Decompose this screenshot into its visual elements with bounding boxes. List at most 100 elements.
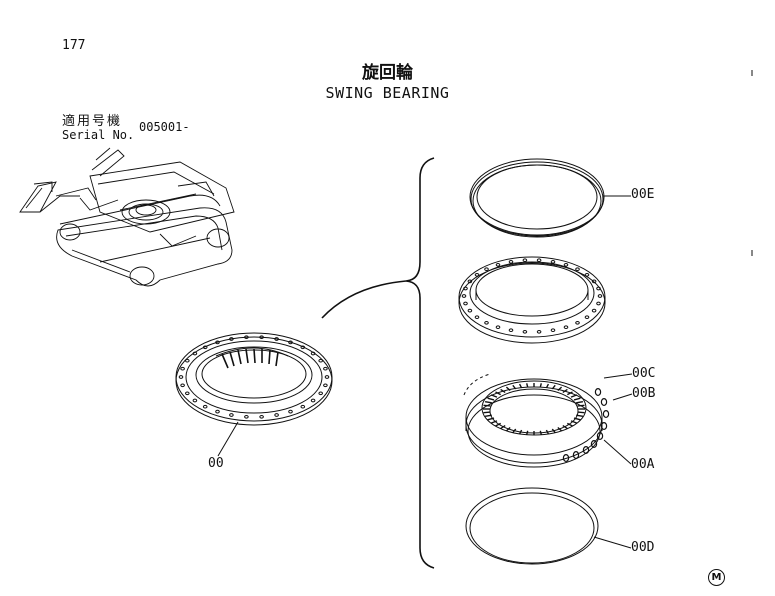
bolt-hole	[484, 320, 489, 325]
gear-tooth	[495, 391, 502, 396]
bolt-hole	[192, 398, 198, 403]
bolt-hole	[259, 335, 264, 340]
callout-00: 00	[208, 456, 224, 471]
bolt-hole	[474, 315, 480, 320]
maker-mark-icon: M	[708, 569, 725, 586]
bolt-hole	[463, 301, 468, 306]
gear-tooth	[551, 428, 556, 434]
group-brace	[405, 157, 435, 569]
bolt-hole	[318, 358, 324, 363]
gear-tooth	[562, 388, 568, 393]
bolt-hole	[323, 366, 328, 371]
bolt-hole	[244, 335, 249, 340]
callout-00B: 00B	[632, 386, 656, 401]
gear-tooth	[500, 388, 506, 393]
geared-ring-00A	[463, 373, 603, 468]
gear-tooth	[566, 391, 573, 396]
bolt-hole	[591, 279, 597, 284]
gear-tooth	[487, 397, 495, 401]
gear-tooth	[545, 383, 550, 389]
bolt-hole	[463, 286, 468, 291]
bearing-ball	[562, 454, 570, 463]
gear-tooth	[487, 417, 495, 421]
gear-tooth	[512, 428, 517, 434]
bolt-hole	[508, 328, 514, 333]
gear-tooth	[484, 414, 492, 417]
seal-ring-00E	[469, 158, 605, 238]
bolt-hole	[288, 340, 293, 345]
bolt-hole	[597, 294, 603, 298]
serial-number-value: 005001-	[139, 120, 190, 134]
bolt-hole	[467, 279, 473, 284]
assembly-bolt-holes	[178, 335, 330, 419]
bolt-hole	[522, 329, 528, 334]
bearing-ball	[596, 432, 604, 441]
outer-race-ring	[458, 256, 606, 344]
bolt-hole	[536, 329, 542, 334]
bearing-ball	[572, 451, 580, 460]
bolt-hole	[310, 351, 316, 356]
bolt-hole	[324, 375, 330, 379]
bearing-balls	[562, 388, 610, 463]
page-number: 177	[62, 38, 86, 53]
bolt-hole	[596, 301, 601, 306]
gear-tooth	[483, 411, 491, 414]
bolt-hole	[522, 258, 528, 263]
bolt-hole	[591, 308, 597, 313]
bolt-hole	[288, 409, 293, 414]
bearing-ball	[594, 388, 602, 397]
gear-tooth	[557, 386, 563, 392]
gear-tooth	[518, 429, 523, 435]
bolt-hole	[185, 391, 190, 396]
gear-tooth	[518, 383, 523, 389]
gear-tooth	[495, 422, 502, 427]
bolt-hole	[300, 404, 306, 409]
bearing-ball	[582, 446, 590, 455]
gear-tooth	[566, 422, 573, 427]
bolt-hole	[495, 262, 501, 267]
bearing-ball	[590, 440, 598, 449]
bolt-hole	[596, 286, 601, 291]
bolt-hole	[563, 325, 569, 330]
bolt-hole	[274, 337, 279, 341]
bolt-hole	[202, 345, 208, 350]
gear-tooth	[512, 384, 517, 390]
bolt-hole	[185, 358, 190, 363]
bolt-hole	[536, 258, 542, 263]
gear-tooth	[577, 404, 585, 407]
gear-tooth	[484, 401, 492, 404]
bolt-hole	[215, 409, 220, 414]
bolt-hole	[550, 259, 556, 264]
bolt-hole	[300, 345, 306, 350]
connector-curve	[321, 280, 407, 319]
bearing-ball	[600, 398, 608, 407]
bolt-hole	[274, 413, 279, 417]
gear-tooth	[483, 404, 491, 407]
excavator-illustration	[19, 147, 235, 287]
serial-label-japanese: 適用号機	[62, 114, 123, 129]
bolt-hole	[474, 272, 480, 277]
callout-00A: 00A	[631, 457, 655, 472]
title-english: SWING BEARING	[325, 84, 450, 102]
leader-00D	[593, 536, 632, 549]
seal-ring-00D	[465, 487, 599, 565]
bolt-hole	[180, 383, 185, 388]
bolt-hole	[575, 320, 580, 325]
bolt-hole	[323, 383, 328, 388]
outer-race-bolt-holes	[461, 258, 603, 334]
leader-00A	[603, 439, 632, 465]
bolt-hole	[563, 262, 569, 267]
gear-tooth	[551, 384, 556, 390]
gear-tooth	[570, 394, 578, 398]
gear-tooth	[545, 429, 550, 435]
gear-tooth	[539, 430, 542, 435]
bolt-hole	[244, 414, 249, 419]
leader-00C	[603, 373, 633, 379]
callout-00C: 00C	[632, 366, 656, 381]
callout-00E: 00E	[631, 187, 655, 202]
bolt-hole	[461, 294, 467, 298]
gear-tooth	[490, 394, 498, 398]
bolt-hole	[310, 398, 316, 403]
bolt-hole	[318, 391, 324, 396]
